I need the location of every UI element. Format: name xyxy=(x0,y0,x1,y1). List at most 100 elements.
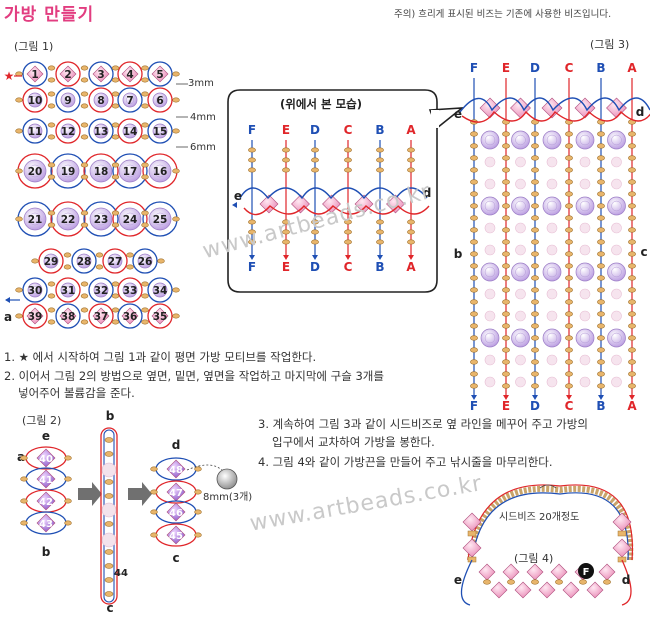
faded-bead xyxy=(546,288,558,300)
seed-bead xyxy=(628,155,636,161)
facet-ring xyxy=(63,95,73,105)
bead-number: 14 xyxy=(123,126,138,138)
seed-bead xyxy=(531,239,539,245)
seed-bead xyxy=(502,347,510,353)
seed-bead xyxy=(628,239,636,245)
bicone-bead xyxy=(166,502,186,522)
bicone-bead xyxy=(59,65,77,83)
bead-number: 6 xyxy=(156,95,163,107)
facet-ring xyxy=(140,256,150,266)
fig4-label-e: e xyxy=(454,573,462,587)
seed-bead xyxy=(565,239,573,245)
seed-bead xyxy=(344,239,352,245)
faded-bead xyxy=(579,354,591,366)
marker-f-label: F xyxy=(583,567,590,578)
facet-ring xyxy=(79,256,89,266)
top-wave-thread xyxy=(459,97,650,113)
column-label-top: C xyxy=(565,61,574,75)
seed-bead xyxy=(80,210,89,216)
seed-bead xyxy=(80,77,89,83)
inset-label-e: e xyxy=(234,189,242,203)
bead-number: 20 xyxy=(28,166,43,178)
thread-loop xyxy=(22,118,48,144)
seed-bead xyxy=(502,179,510,185)
bead-number: 3 xyxy=(97,69,104,81)
seed-bead xyxy=(565,215,573,221)
faceted-bead xyxy=(607,328,626,348)
seed-bead xyxy=(141,77,149,83)
seed-bead xyxy=(597,191,605,197)
seed-bead xyxy=(565,287,573,293)
bicone-bead xyxy=(26,307,44,325)
bicone-bead xyxy=(538,581,556,599)
faceted-bead xyxy=(575,328,595,348)
seed-bead xyxy=(597,383,605,389)
thread-loop xyxy=(117,87,143,113)
facet-ring xyxy=(515,266,526,278)
seed-bead xyxy=(248,219,256,225)
thread-loop xyxy=(88,87,114,113)
seed-bead xyxy=(565,203,573,209)
seed-bead xyxy=(126,264,134,270)
seed-bead xyxy=(64,498,72,504)
seed-bead xyxy=(597,143,605,149)
fig3-label-e: e xyxy=(454,107,462,121)
column-label-bottom: B xyxy=(596,399,605,413)
seed-bead xyxy=(344,167,352,173)
faded-bead xyxy=(579,310,591,322)
seed-bead xyxy=(628,179,636,185)
bicone-bead xyxy=(550,563,568,581)
seed-bead xyxy=(565,167,573,173)
bicone-bead xyxy=(151,307,169,325)
seed-bead xyxy=(311,229,319,235)
bicone-bead xyxy=(514,581,532,599)
faceted-bead xyxy=(23,159,47,183)
seed-bead xyxy=(111,293,120,299)
column-label-top: C xyxy=(344,123,353,137)
seed-bead xyxy=(597,215,605,221)
seed-bead xyxy=(531,311,539,317)
bicone-bead xyxy=(121,307,139,325)
seed-bead xyxy=(150,466,158,472)
thread-end-d xyxy=(621,559,632,606)
seed-bead xyxy=(80,293,89,299)
faceted-bead xyxy=(60,123,76,139)
bicone-bead xyxy=(502,563,520,581)
seed-bead xyxy=(64,476,72,482)
faceted-bead xyxy=(511,262,530,282)
bead-number: 46 xyxy=(169,508,183,519)
thread-loop xyxy=(147,87,173,113)
bead-number: 10 xyxy=(28,95,43,107)
seed-bead xyxy=(15,313,23,319)
seed-bead xyxy=(407,229,415,235)
seed-bead xyxy=(483,579,491,585)
seed-bead xyxy=(470,323,478,329)
arrow-head xyxy=(312,255,318,260)
seed-bead xyxy=(470,275,478,281)
inset-label-d: d xyxy=(423,186,432,200)
seed-bead xyxy=(628,371,636,377)
bead-number: 24 xyxy=(123,214,138,226)
seed-bead xyxy=(141,103,149,109)
end-label-a: a xyxy=(4,310,12,324)
faded-bead xyxy=(484,288,496,300)
faceted-bead xyxy=(89,207,113,231)
size-label-4mm: 4mm xyxy=(190,112,216,123)
seed-bead xyxy=(470,191,478,197)
seed-bead xyxy=(80,162,89,168)
column-label-top: B xyxy=(596,61,605,75)
seed-bead xyxy=(628,383,636,389)
seed-bead xyxy=(531,299,539,305)
seed-bead xyxy=(502,311,510,317)
facet-ring xyxy=(515,134,526,146)
seed-bead xyxy=(470,227,478,233)
seed-bead xyxy=(248,167,256,173)
figure-2-sides: eab40414243bc44dc48474645 xyxy=(17,409,238,615)
marker-f-icon xyxy=(578,563,594,579)
faded-bead xyxy=(515,376,526,388)
bead-number: 47 xyxy=(169,488,183,499)
seed-bead xyxy=(20,520,28,526)
seed-bead xyxy=(470,299,478,305)
faceted-bead xyxy=(56,159,80,183)
faceted-bead xyxy=(575,262,595,282)
